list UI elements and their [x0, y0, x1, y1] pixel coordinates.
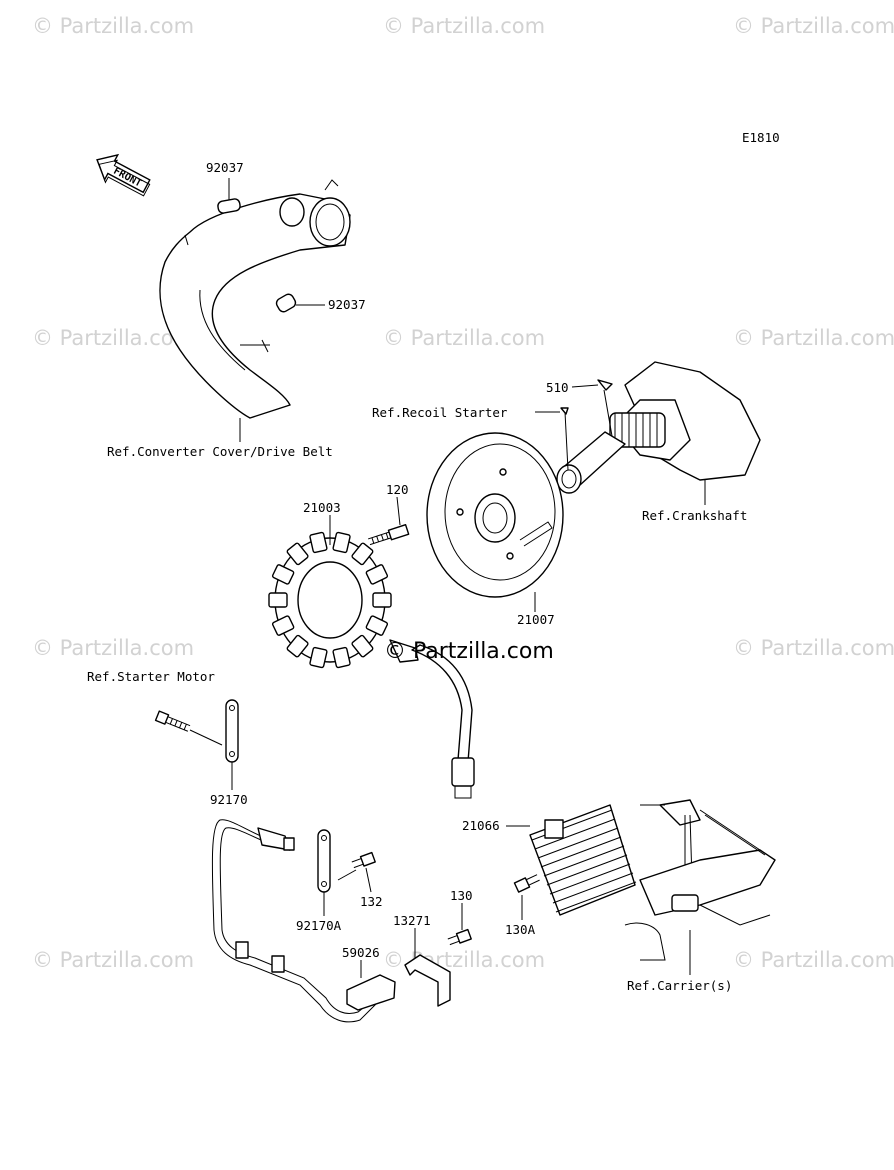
- watermark: © Partzilla.com: [733, 14, 894, 38]
- watermarks: © Partzilla.com © Partzilla.com © Partzi…: [32, 14, 894, 972]
- converter-duct: [159, 179, 351, 419]
- watermark: © Partzilla.com: [32, 948, 194, 972]
- flywheel: [426, 432, 564, 598]
- label-92037-top: 92037: [206, 160, 244, 175]
- regulator-fin: [540, 836, 622, 868]
- front-arrow-icon: FRONT: [96, 153, 151, 197]
- label-132: 132: [360, 894, 383, 909]
- stator-pole: [351, 542, 374, 566]
- label-21007: 21007: [517, 612, 555, 627]
- wire-harness: [211, 819, 396, 1023]
- stator-pole: [268, 592, 288, 608]
- stator: [268, 531, 475, 799]
- bolt-132: [351, 851, 376, 869]
- bolt-120: [367, 523, 410, 546]
- regulator-fin: [534, 818, 616, 850]
- label-130: 130: [450, 888, 473, 903]
- label-130A: 130A: [505, 922, 536, 937]
- label-ref-carrier: Ref.Carrier(s): [627, 978, 732, 993]
- label-ref-crankshaft: Ref.Crankshaft: [642, 508, 747, 523]
- label-92170A: 92170A: [296, 918, 342, 933]
- label-92037-mid: 92037: [328, 297, 366, 312]
- callout-labels: 92037 92037 Ref.Converter Cover/Drive Be…: [87, 160, 747, 993]
- center-watermark: © Partzilla.com: [384, 639, 554, 664]
- label-13271: 13271: [393, 913, 431, 928]
- stator-pole: [365, 615, 389, 636]
- watermark: © Partzilla.com: [733, 326, 894, 350]
- watermark: © Partzilla.com: [733, 948, 894, 972]
- bolt-130A: [513, 874, 540, 893]
- diagram-code: E1810: [742, 130, 780, 145]
- regulator: [529, 804, 637, 916]
- watermark: © Partzilla.com: [32, 14, 194, 38]
- stator-pole: [332, 531, 351, 554]
- watermark: © Partzilla.com: [383, 326, 545, 350]
- plate-92170A: [317, 829, 331, 893]
- stator-pole: [351, 634, 374, 658]
- stator-pole: [286, 634, 309, 658]
- label-ref-starter-motor: Ref.Starter Motor: [87, 669, 215, 684]
- regulator-fin: [555, 881, 637, 913]
- stator-pole: [309, 646, 328, 669]
- watermark: © Partzilla.com: [733, 636, 894, 660]
- stator-pole: [365, 564, 389, 585]
- label-59026: 59026: [342, 945, 380, 960]
- regulator-fin: [549, 863, 631, 895]
- bracket-13271: [404, 954, 451, 1007]
- regulator-fin: [537, 827, 619, 859]
- watermark: © Partzilla.com: [32, 326, 194, 350]
- regulator-fin: [552, 872, 634, 904]
- label-ref-recoil: Ref.Recoil Starter: [372, 405, 508, 420]
- label-510: 510: [546, 380, 569, 395]
- plate-92170: [225, 699, 239, 763]
- watermark: © Partzilla.com: [383, 14, 545, 38]
- stator-pole: [286, 542, 309, 566]
- label-92170: 92170: [210, 792, 248, 807]
- bolt-starter: [154, 710, 191, 732]
- label-120: 120: [386, 482, 409, 497]
- bolt-130: [447, 928, 472, 946]
- crankshaft: [556, 361, 761, 494]
- stator-pole: [332, 646, 351, 669]
- regulator-fin: [543, 845, 625, 877]
- watermark: © Partzilla.com: [32, 636, 194, 660]
- stator-pole: [372, 592, 392, 608]
- stator-pole: [271, 564, 295, 585]
- regulator-fin: [546, 854, 628, 886]
- label-21066: 21066: [462, 818, 500, 833]
- label-ref-converter: Ref.Converter Cover/Drive Belt: [107, 444, 333, 459]
- carrier: [624, 799, 776, 961]
- stator-pole: [309, 531, 328, 554]
- label-21003: 21003: [303, 500, 341, 515]
- stator-pole: [271, 615, 295, 636]
